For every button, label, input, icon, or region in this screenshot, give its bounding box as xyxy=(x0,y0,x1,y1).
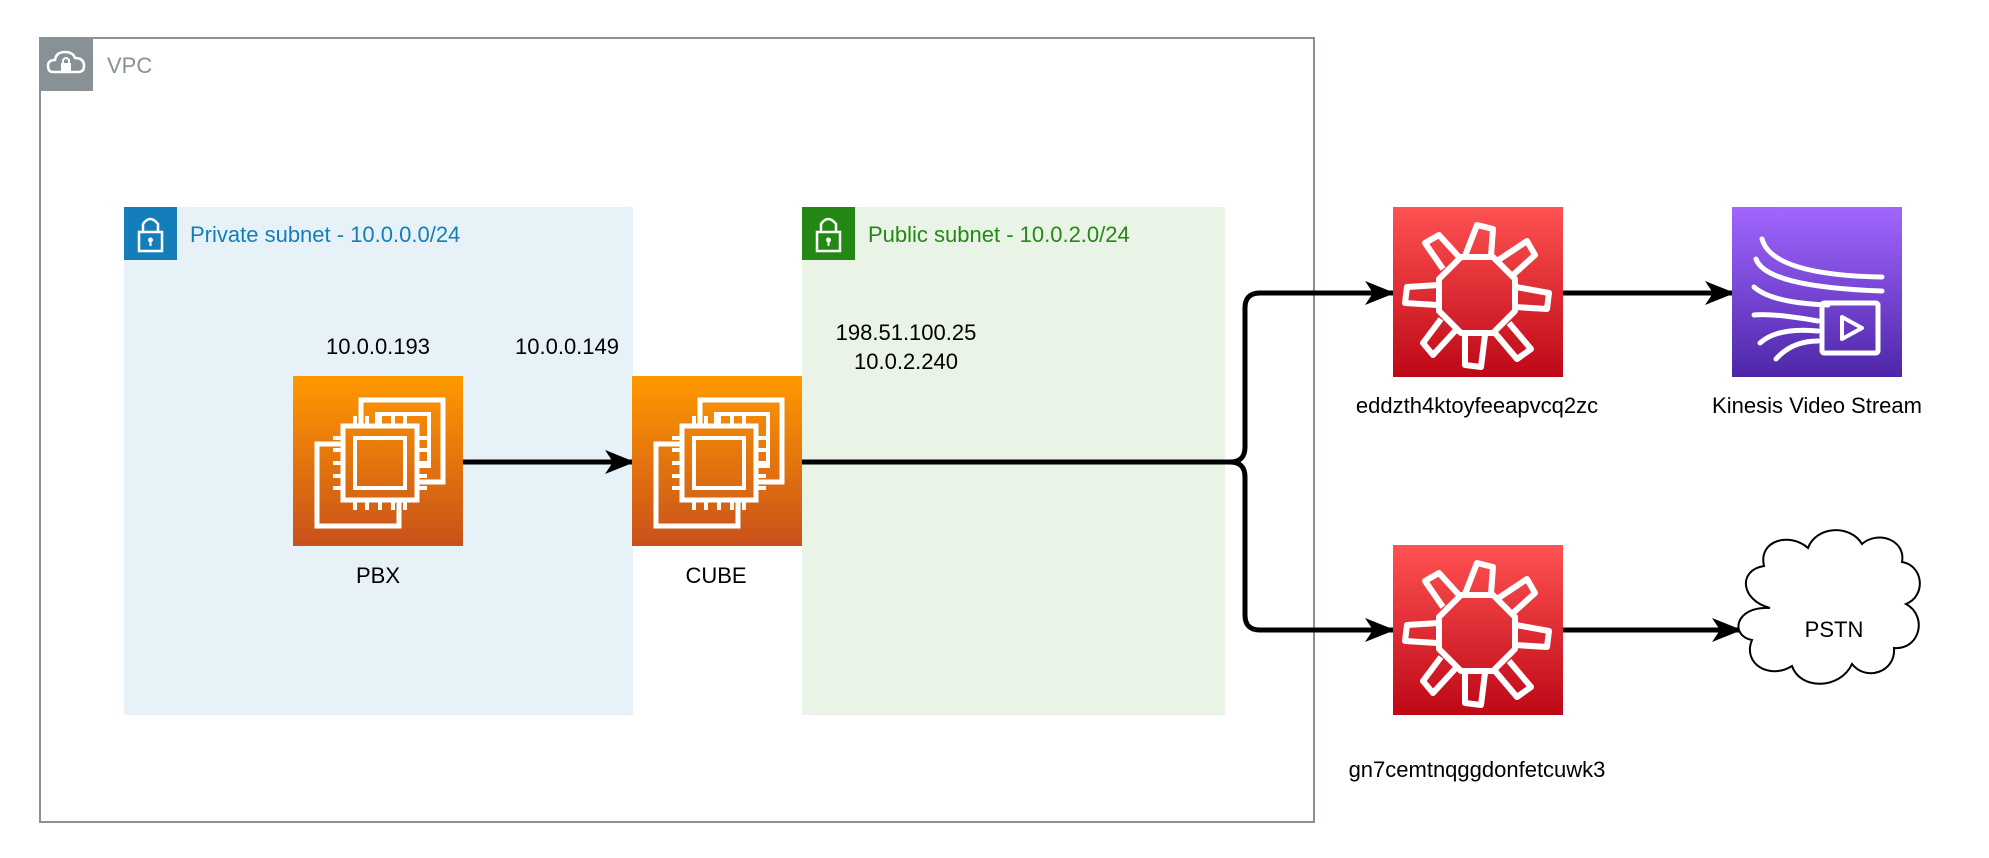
kinesis-label: Kinesis Video Stream xyxy=(1712,393,1922,418)
lock-icon xyxy=(802,207,855,260)
edges xyxy=(463,281,1742,642)
cube-label: CUBE xyxy=(685,563,747,588)
kinesis-node[interactable] xyxy=(1732,207,1902,377)
pbx-node[interactable] xyxy=(293,376,463,546)
cube-public-subnet-ip-label: 10.0.2.240 xyxy=(854,349,958,374)
ec2-instance-icon xyxy=(632,376,802,546)
pstn-label: PSTN xyxy=(1804,617,1864,642)
lock-icon xyxy=(124,207,177,260)
ec2-instance-icon xyxy=(293,376,463,546)
connector-bottom-label: gn7cemtnqggdonfetcuwk3 xyxy=(1348,757,1606,782)
cube-private-ip-label: 10.0.0.149 xyxy=(515,334,619,359)
pbx-label: PBX xyxy=(355,563,401,588)
cube-node[interactable] xyxy=(632,376,802,546)
connector-bottom-node[interactable] xyxy=(1393,545,1563,715)
connector-top-label: eddzth4ktoyfeeapvcq2zc xyxy=(1355,393,1599,418)
private-subnet-label: Private subnet - 10.0.0.0/24 xyxy=(190,222,461,247)
cloud-lock-icon xyxy=(40,38,93,91)
cloud-icon xyxy=(1737,529,1921,685)
vpc-label: VPC xyxy=(107,53,153,78)
pbx-ip-label: 10.0.0.193 xyxy=(326,334,430,359)
edge-cube-to-connector-bottom xyxy=(1229,459,1395,642)
cube-public-ip-label: 198.51.100.25 xyxy=(835,320,977,345)
pstn-node[interactable] xyxy=(1737,529,1921,685)
public-subnet-label: Public subnet - 10.0.2.0/24 xyxy=(868,222,1130,247)
connector-top-node[interactable] xyxy=(1393,207,1563,377)
